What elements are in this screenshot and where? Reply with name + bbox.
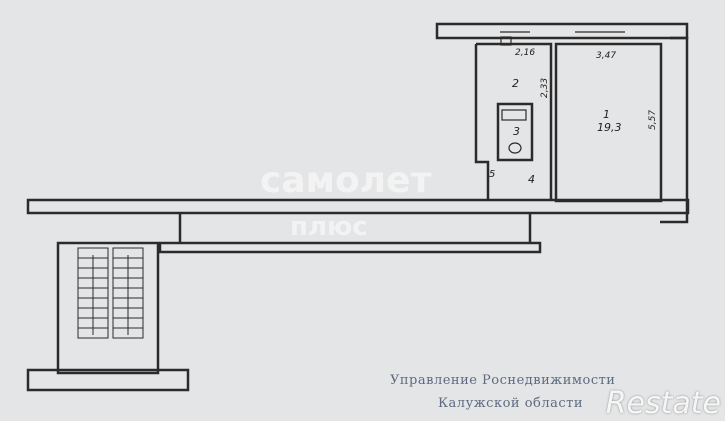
room-length-dim: 5,57 [648, 110, 658, 130]
stairwell-base [26, 368, 190, 392]
room-width-dim: 3,47 [596, 51, 616, 61]
walls [26, 22, 690, 392]
corridor-wall-bottom [158, 241, 542, 254]
restate-logo: Restate [605, 386, 721, 421]
room-3-number: 3 [513, 125, 520, 138]
corridor-wall-top [26, 198, 690, 215]
stamp-line-1: Управление Роснедвижимости [390, 373, 616, 388]
kitchen-width-dim: 2,16 [515, 48, 535, 58]
room-labels: 1 19,3 2 3 4 5 2,16 2,33 3,47 5,57 [489, 48, 658, 186]
stamp-line-2: Калужской области [438, 396, 584, 411]
kitchen-length-dim: 2,33 [540, 78, 550, 98]
room-2-number: 2 [512, 77, 519, 90]
watermark-main: самолет [260, 160, 432, 201]
bathtub [501, 109, 527, 121]
stove [500, 36, 512, 46]
toilet [508, 142, 522, 154]
room-1-number: 1 [603, 108, 610, 121]
watermark-sub: плюс [290, 212, 368, 242]
outer-wall-top [435, 22, 689, 40]
room-1-area: 19,3 [597, 121, 622, 134]
room-4-number: 4 [528, 173, 535, 186]
bathroom [496, 102, 534, 162]
stairs [77, 247, 144, 339]
room-5-number: 5 [489, 169, 495, 180]
stairwell [56, 241, 160, 375]
